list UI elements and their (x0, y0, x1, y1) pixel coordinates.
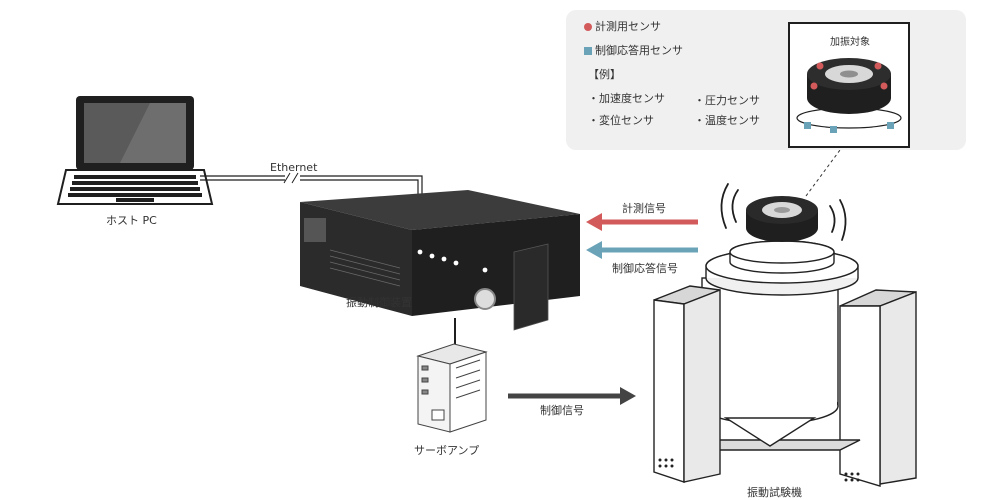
control-signal-arrow (508, 387, 636, 405)
measure-sensor-dot-icon (584, 23, 592, 31)
vibration-marks (720, 183, 847, 241)
excitation-target-label: 加振対象 (830, 37, 870, 48)
servo-amp-label: サーボアンプ (414, 444, 480, 457)
legend-control-sensor: 制御応答用センサ (584, 44, 683, 58)
legend-example: ・変位センサ (588, 114, 654, 127)
control-sensor-square-icon (584, 47, 592, 55)
shaker-machine-icon (653, 240, 917, 487)
ethernet-label: Ethernet (270, 161, 318, 174)
legend-example: ・加速度センサ (588, 92, 665, 105)
tire-sensor-inset (788, 22, 910, 148)
host-pc-icon (56, 96, 214, 205)
host-pc-label: ホスト PC (106, 214, 157, 227)
legend-example: ・温度センサ (694, 114, 760, 127)
legend-example-header: 【例】 (588, 68, 621, 81)
controller-device-icon (300, 190, 580, 331)
callout-line (805, 149, 841, 197)
legend-box: 計測用センサ 制御応答用センサ 【例】 ・加速度センサ ・圧力センサ ・変位セン… (566, 10, 966, 150)
legend-measure-sensor: 計測用センサ (584, 20, 661, 34)
control-response-signal-label: 制御応答信号 (612, 262, 678, 275)
measure-signal-label: 計測信号 (622, 202, 666, 215)
servo-amp-icon (416, 343, 488, 433)
shaker-label: 振動試験機 (747, 486, 802, 499)
control-signal-label: 制御信号 (540, 404, 584, 417)
tire-icon (746, 196, 818, 242)
control-response-signal-arrow (586, 241, 698, 259)
ethernet-cable (200, 172, 423, 200)
controller-label: 振動制御装置 (346, 296, 412, 309)
measure-signal-arrow (586, 213, 698, 231)
legend-example: ・圧力センサ (694, 94, 760, 107)
